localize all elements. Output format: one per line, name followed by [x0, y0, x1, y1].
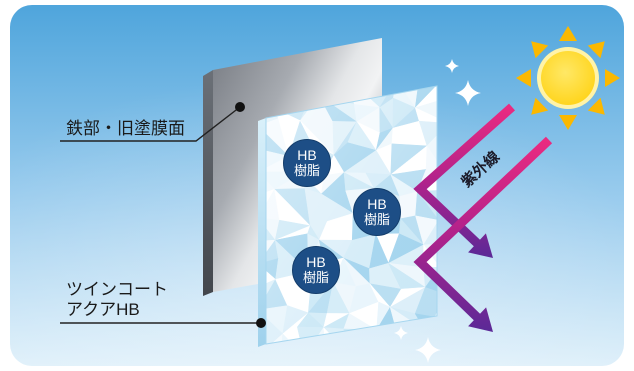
sun-disk: [541, 51, 595, 105]
coating-callout-dot: [256, 318, 266, 328]
uv-ray-path: [413, 136, 553, 323]
coating-product-name-line2: アクアHB: [66, 300, 140, 319]
sun-ray: [559, 26, 577, 41]
hb-resin-badge: HB 樹脂: [353, 188, 401, 236]
sparkle-icon: [455, 80, 481, 106]
coating-layer-edge: [258, 118, 266, 347]
sun-ray: [531, 97, 549, 115]
uv-ray-arrow-lower: [413, 136, 553, 332]
badge-resin-text: 樹脂: [302, 270, 329, 285]
badge-resin-text: 樹脂: [293, 163, 320, 178]
steel-surface-label: 鉄部・旧塗膜面: [66, 119, 185, 138]
sparkle-icon: [394, 326, 408, 340]
uv-ray-arrowhead: [468, 307, 493, 332]
sparkles: [394, 59, 481, 363]
sparkle-icon: [415, 337, 441, 363]
sun-ray: [587, 41, 605, 59]
hb-resin-badge: HB 樹脂: [292, 246, 340, 294]
coating-face-outline: [265, 85, 438, 345]
badge-hb-text: HB: [306, 254, 326, 270]
steel-callout-dot: [235, 102, 245, 112]
coating-product-name-line1: ツインコート: [66, 280, 168, 299]
steel-label-leader-line: [60, 106, 241, 142]
sun-ray: [516, 69, 531, 87]
sun-rays: [516, 26, 620, 130]
uv-ray-arrowhead: [468, 233, 493, 258]
badge-hb-text: HB: [297, 147, 317, 163]
sun-ray: [605, 69, 620, 87]
hb-resin-badge: HB 樹脂: [283, 139, 331, 187]
coating-product-label: ツインコート アクアHB: [66, 280, 168, 320]
badge-hb-text: HB: [367, 196, 387, 212]
badge-resin-text: 樹脂: [363, 212, 390, 227]
sun-ray: [587, 97, 605, 115]
sun-ray: [531, 41, 549, 59]
sun-ray: [559, 115, 577, 130]
coating-face-shine: [266, 86, 437, 344]
steel-plate-edge: [203, 70, 213, 296]
sparkle-icon: [445, 59, 459, 73]
sun-icon: [516, 26, 620, 130]
